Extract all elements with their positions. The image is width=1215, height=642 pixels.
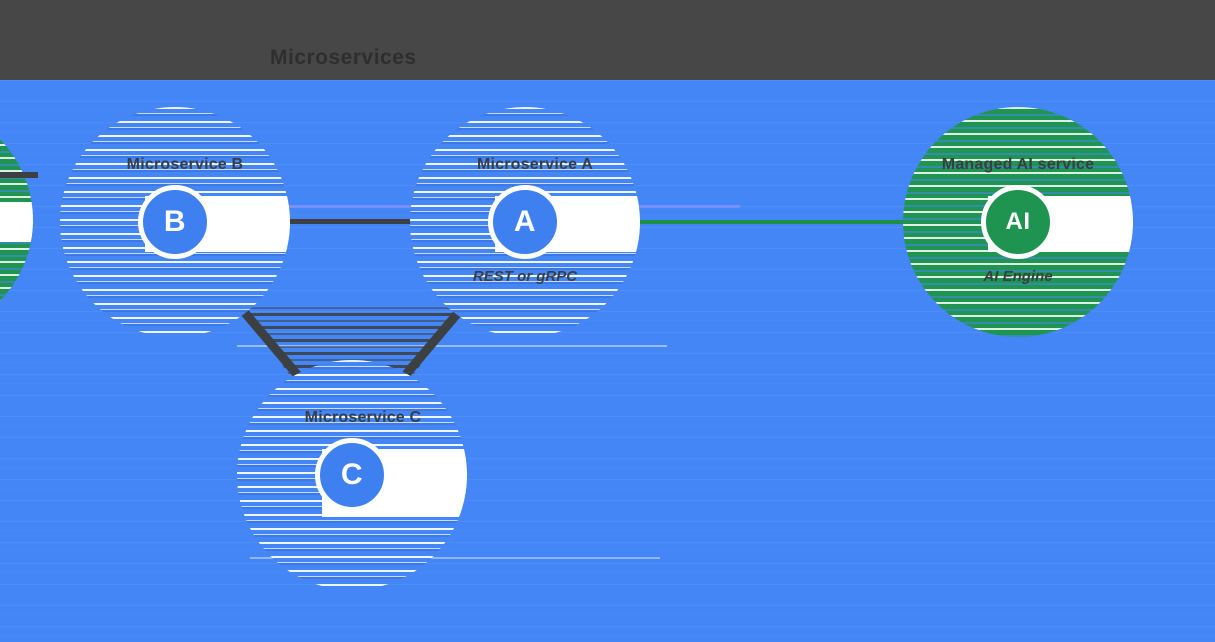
node-c-letter: C (340, 458, 364, 491)
node-ai-label: Managed AI service (941, 156, 1095, 173)
connector-b-a (285, 219, 417, 224)
node-b-label: Microservice B (126, 156, 244, 173)
node-ai-sublabel: AI Engine (983, 268, 1053, 285)
node-a-label: Microservice A (476, 156, 594, 173)
title-bar: Microservices (0, 0, 1215, 80)
node-c-circle: C (315, 438, 389, 512)
connector-a-ai (638, 220, 904, 224)
node-a-circle: A (488, 185, 562, 259)
node-ai-circle: AI (981, 185, 1055, 259)
slide-title: Microservices (270, 46, 417, 69)
node-c-label: Microservice C (304, 409, 422, 426)
node-a-letter: A (513, 205, 537, 238)
node-b-circle: B (138, 185, 212, 259)
node-ai-letter: AI (1005, 208, 1031, 235)
node-a-sublabel: REST or gRPC (472, 268, 578, 285)
left-partial-node-circle (0, 105, 33, 335)
node-b-letter: B (163, 205, 187, 238)
left-partial-node-band (0, 202, 33, 242)
left-partial-node-label-fragment (0, 172, 38, 178)
